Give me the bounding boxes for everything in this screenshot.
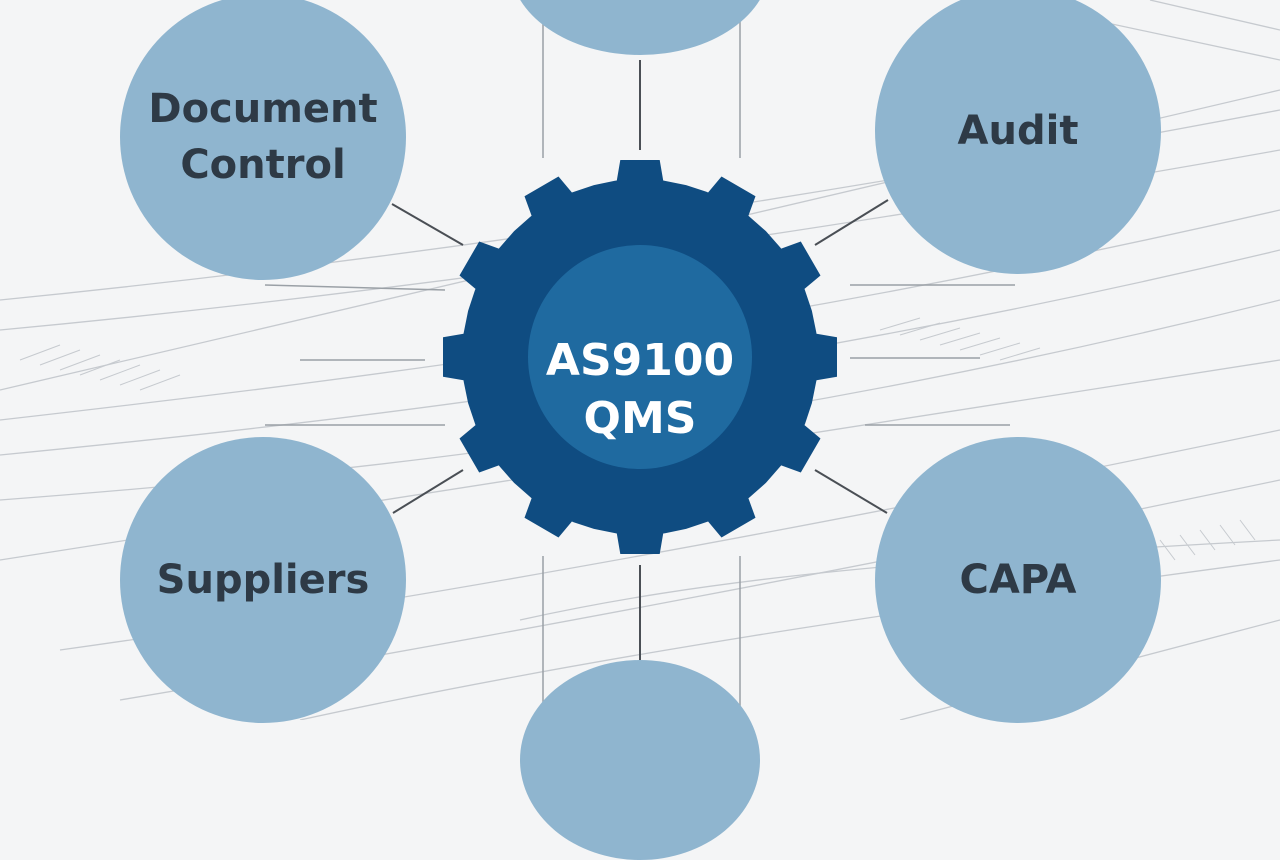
node-label: CAPA [959,557,1077,603]
node-audit: Audit [875,0,1161,274]
connector-lines [264,0,1015,720]
node-document-control: Document Control [120,0,406,280]
node-label: Suppliers [156,557,370,603]
node-label: Document Control [148,86,378,188]
hub-label: AS9100 QMS [545,335,735,444]
node-suppliers: Suppliers [120,437,406,723]
gear-inner-disc [528,245,752,469]
node-capa: CAPA [875,437,1161,723]
node-label: Audit [957,108,1079,154]
gear-icon [443,160,837,554]
